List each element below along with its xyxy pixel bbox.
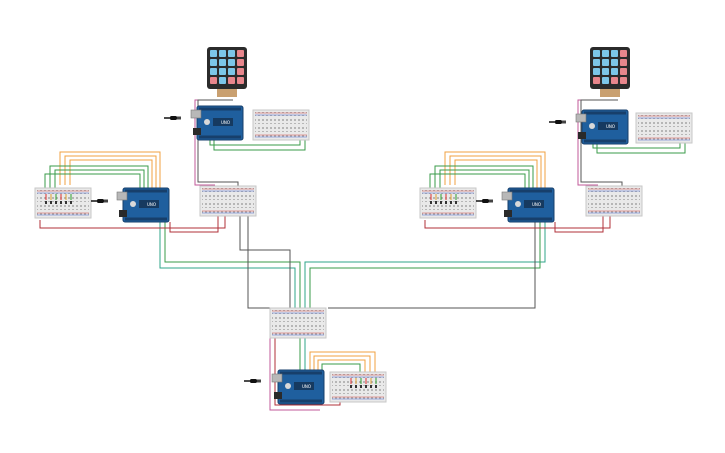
power-plug-top-left[interactable] bbox=[163, 115, 182, 121]
breadboard-top-left[interactable] bbox=[252, 109, 310, 141]
breadboard-top-right[interactable] bbox=[635, 112, 693, 144]
keypad-right[interactable] bbox=[590, 47, 630, 97]
power-plug-mid-left[interactable] bbox=[90, 198, 109, 204]
wire-network bbox=[39, 99, 686, 411]
breadboard-left-leds[interactable] bbox=[34, 187, 92, 219]
arduino-bottom[interactable] bbox=[271, 369, 325, 405]
breadboard-right-center[interactable] bbox=[585, 185, 643, 217]
keypad-left[interactable] bbox=[207, 47, 247, 97]
breadboard-left-center[interactable] bbox=[199, 185, 257, 217]
arduino-mid-left[interactable] bbox=[116, 187, 170, 223]
arduino-top-right[interactable] bbox=[575, 109, 629, 145]
power-plug-top-right[interactable] bbox=[548, 119, 567, 125]
arduino-mid-right[interactable] bbox=[501, 187, 555, 223]
breadboard-right-leds[interactable] bbox=[419, 187, 477, 219]
breadboard-bottom-leds[interactable] bbox=[329, 371, 387, 403]
power-plug-mid-right[interactable] bbox=[475, 198, 494, 204]
breadboard-hub[interactable] bbox=[269, 307, 327, 339]
arduino-top-left[interactable] bbox=[190, 105, 244, 141]
power-plug-bottom[interactable] bbox=[243, 378, 262, 384]
